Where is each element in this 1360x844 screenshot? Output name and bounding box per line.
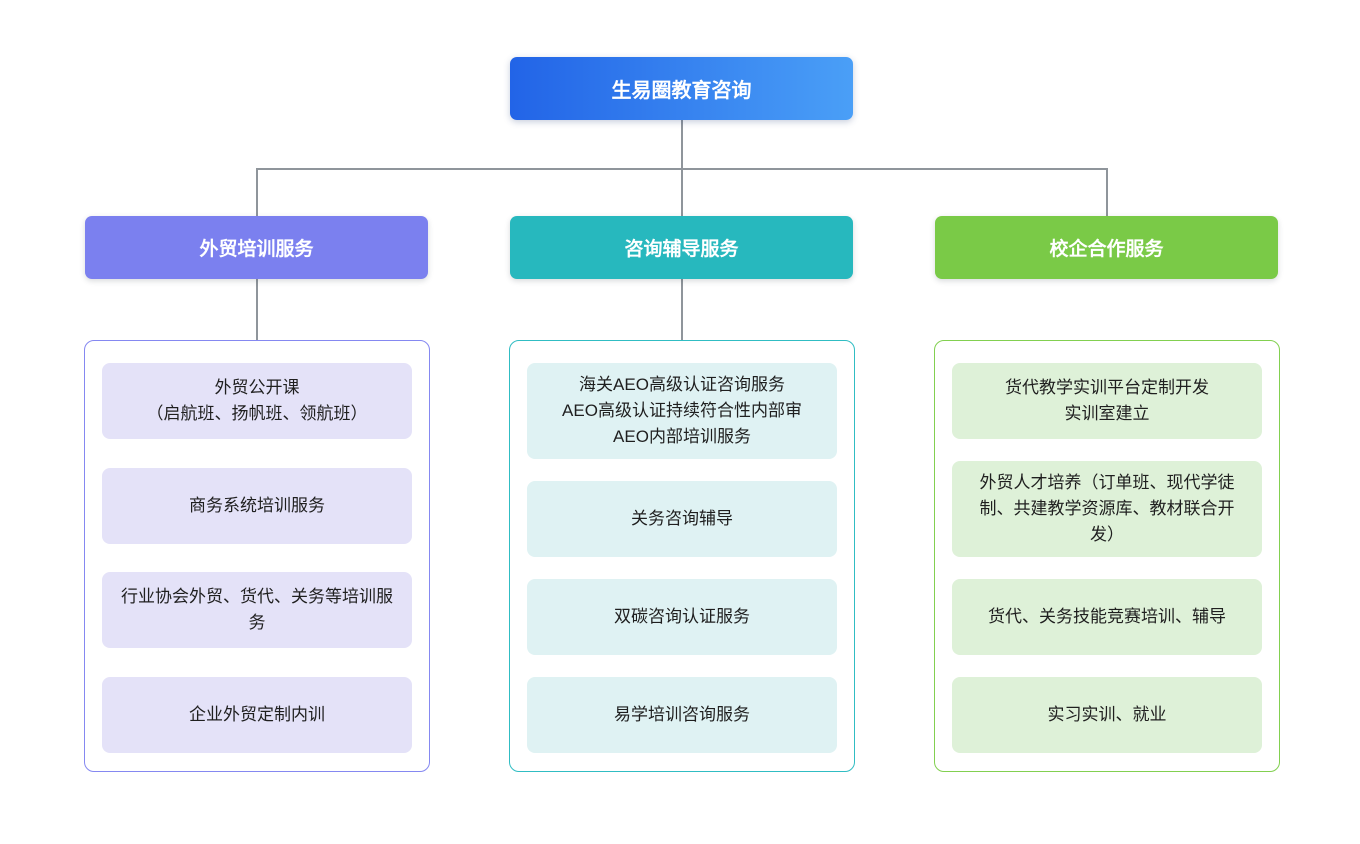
service-item-industry-association-training: 行业协会外贸、货代、关务等培训服务 <box>102 572 412 649</box>
root-node-label: 生易圈教育咨询 <box>611 80 752 102</box>
connector-branch-2-to-box <box>681 279 683 341</box>
service-item-line: 商务系统培训服务 <box>189 495 325 515</box>
service-item-line: 易学培训咨询服务 <box>614 705 750 724</box>
service-item-business-system-training: 商务系统培训服务 <box>102 467 412 544</box>
service-item-yixue-training: 易学培训咨询服务 <box>527 677 837 753</box>
service-item-open-course: 外贸公开课 （启航班、扬帆班、领航班） <box>102 363 412 439</box>
service-item-skill-competition: 货代、关务技能竞赛培训、辅导 <box>952 579 1262 655</box>
service-item-line: 实训室建立 <box>1064 404 1150 423</box>
service-item-line: 外贸公开课 <box>214 378 300 397</box>
service-item-line: AEO高级认证持续符合性内部审 <box>562 401 802 420</box>
service-item-line: 货代、关务技能竞赛培训、辅导 <box>988 607 1226 626</box>
branch-box-consulting-coaching: 海关AEO高级认证咨询服务 AEO高级认证持续符合性内部审 AEO内部培训服务 … <box>509 340 855 772</box>
branch-header-label: 外贸培训服务 <box>199 239 314 260</box>
service-item-line: AEO内部培训服务 <box>613 427 751 446</box>
branch-box-school-enterprise: 货代教学实训平台定制开发 实训室建立 外贸人才培养（订单班、现代学徒制、共建教学… <box>934 340 1280 772</box>
service-item-line: 外贸人才培养（订单班、现代学徒制、共建教学资源库、教材联合开发） <box>979 473 1235 544</box>
service-item-aeo-certification: 海关AEO高级认证咨询服务 AEO高级认证持续符合性内部审 AEO内部培训服务 <box>527 363 837 459</box>
connector-branch-1-to-box <box>256 279 258 341</box>
service-item-line: 实习实训、就业 <box>1047 705 1167 724</box>
service-item-line: 行业协会外贸、货代、关务等培训服务 <box>121 587 393 633</box>
service-item-training-platform: 货代教学实训平台定制开发 实训室建立 <box>952 363 1262 439</box>
service-item-line: 企业外贸定制内训 <box>189 704 325 724</box>
branch-header-school-enterprise: 校企合作服务 <box>935 216 1278 279</box>
service-item-line: 关务咨询辅导 <box>631 509 733 528</box>
service-item-dual-carbon: 双碳咨询认证服务 <box>527 579 837 655</box>
service-item-talent-cultivation: 外贸人才培养（订单班、现代学徒制、共建教学资源库、教材联合开发） <box>952 461 1262 557</box>
service-item-internship-employment: 实习实训、就业 <box>952 677 1262 753</box>
branch-header-consulting-coaching: 咨询辅导服务 <box>510 216 853 279</box>
connector-drop-branch-1 <box>256 168 258 216</box>
service-item-enterprise-custom-training: 企业外贸定制内训 <box>102 676 412 753</box>
branch-box-foreign-trade-training: 外贸公开课 （启航班、扬帆班、领航班） 商务系统培训服务 行业协会外贸、货代、关… <box>84 340 430 772</box>
service-item-line: （启航班、扬帆班、领航班） <box>146 404 368 423</box>
branch-header-label: 咨询辅导服务 <box>624 239 739 260</box>
service-item-line: 海关AEO高级认证咨询服务 <box>579 375 785 394</box>
root-node: 生易圈教育咨询 <box>510 57 853 120</box>
branch-header-label: 校企合作服务 <box>1049 239 1164 260</box>
service-item-line: 双碳咨询认证服务 <box>614 607 750 626</box>
service-item-customs-consulting: 关务咨询辅导 <box>527 481 837 557</box>
service-item-line: 货代教学实训平台定制开发 <box>1005 378 1209 397</box>
connector-drop-branch-3 <box>1106 168 1108 216</box>
connector-horizontal-rail <box>256 168 1107 170</box>
branch-header-foreign-trade-training: 外贸培训服务 <box>85 216 428 279</box>
